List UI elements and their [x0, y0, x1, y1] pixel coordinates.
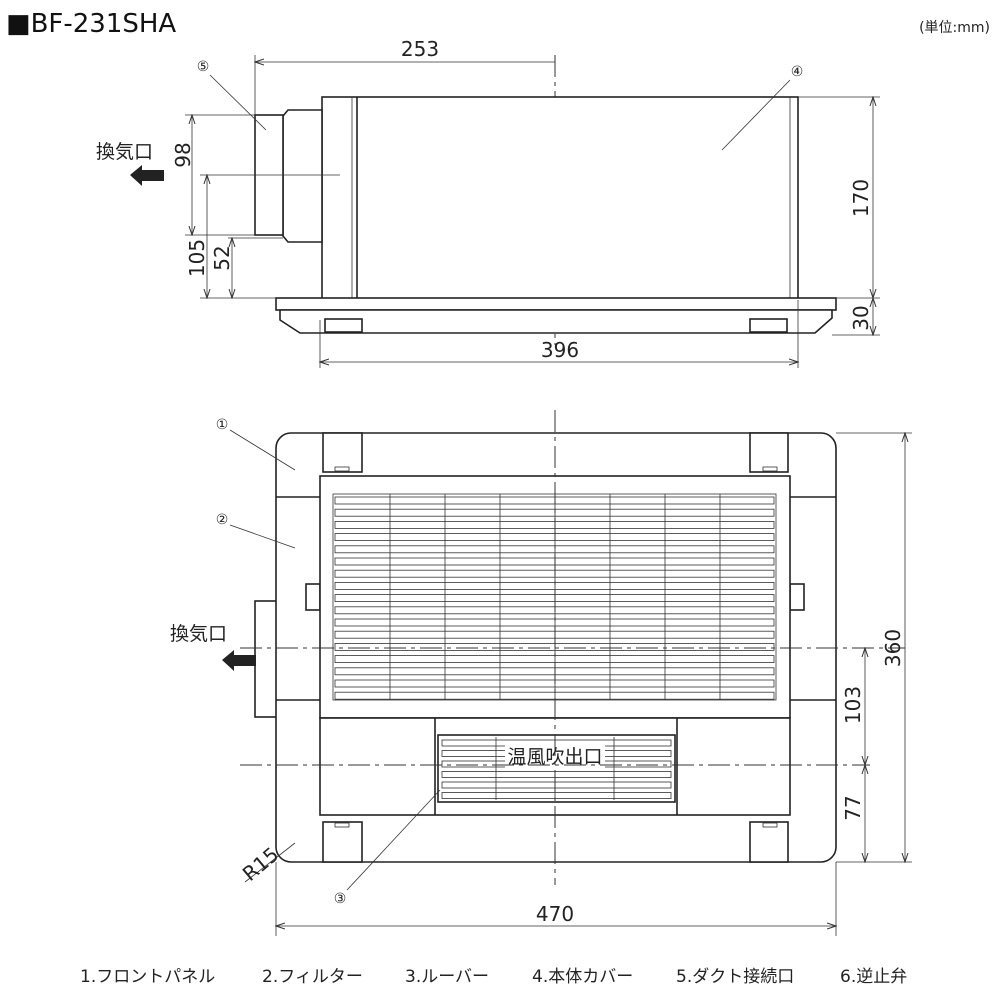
exhaust-label-side: 換気口	[96, 141, 153, 163]
legend-item: 3.ルーバー	[405, 967, 489, 987]
legend-item: 6.逆止弁	[840, 967, 907, 987]
dim-103: 103	[841, 686, 865, 724]
unit-label: (単位:mm)	[919, 20, 990, 36]
exhaust-label-front: 換気口	[170, 623, 227, 645]
duct-stub	[254, 600, 278, 718]
callout-5: ⑤	[197, 59, 210, 75]
callout-1: ①	[216, 417, 229, 433]
legend-item: 5.ダクト接続口	[676, 967, 794, 987]
dim-77: 77	[841, 795, 865, 820]
dim-253: 253	[401, 37, 439, 61]
warm-air-label: 温風吹出口	[507, 746, 602, 768]
front-view: 温風吹出口 360 103 77 470 R15 換気口 ① ② ③	[170, 410, 912, 936]
dim-396: 396	[541, 338, 579, 362]
exhaust-arrow-icon	[222, 650, 256, 671]
dim-98: 98	[171, 142, 195, 167]
dim-170: 170	[849, 179, 873, 217]
body-cover	[321, 96, 799, 301]
front-panel-side	[275, 297, 837, 334]
legend-item: 2.フィルター	[262, 967, 363, 987]
model-title: ■BF-231SHA	[6, 9, 176, 39]
duct-connector	[254, 109, 323, 243]
callout-3: ③	[334, 891, 347, 907]
dim-360: 360	[881, 629, 905, 667]
legend-item: 4.本体カバー	[532, 967, 633, 987]
corner-tabs	[322, 432, 789, 863]
side-view: 253 170 30 396 98 105 52 換気口 ⑤ ④	[96, 37, 880, 368]
outlet-slat	[441, 771, 672, 778]
outlet-slat	[441, 781, 672, 789]
parts-legend: 1.フロントパネル 2.フィルター 3.ルーバー 4.本体カバー 5.ダクト接続…	[80, 967, 907, 987]
dim-52: 52	[210, 245, 234, 270]
callout-2: ②	[216, 512, 229, 528]
legend-item: 1.フロントパネル	[80, 967, 215, 987]
dim-470: 470	[536, 902, 574, 926]
callout-4: ④	[791, 64, 804, 80]
dim-105: 105	[185, 239, 209, 277]
dim-30: 30	[849, 305, 873, 330]
exhaust-arrow-icon	[130, 165, 164, 186]
outlet-slat	[441, 792, 672, 799]
